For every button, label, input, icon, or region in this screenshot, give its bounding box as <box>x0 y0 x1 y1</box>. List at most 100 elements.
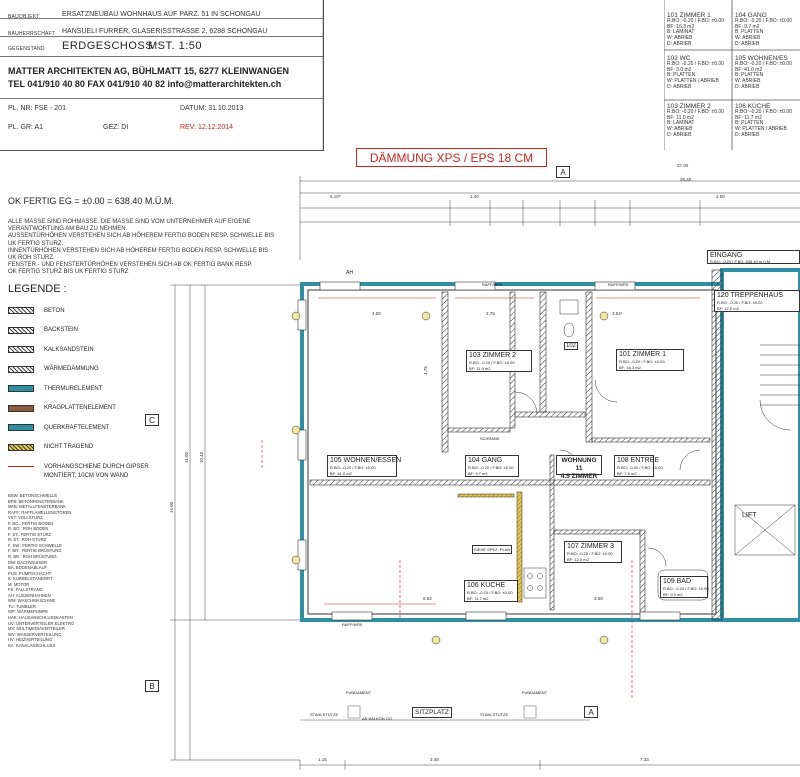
note-line: OK FERTIG STURZ BIS UK FERTIG STURZ <box>8 269 129 276</box>
gegenstand-label: GEGENSTAND <box>8 46 45 52</box>
abbreviation-line: F. BO.: FERTIG BODEN <box>8 520 54 526</box>
legend-label: QUERKRAFTELEMENT <box>44 424 110 431</box>
schedule-room-line: R.BO: -0.20 / F.BO: ±0.00 <box>667 108 724 115</box>
plan-room-name: 105 WOHNEN/ESSEN <box>330 457 402 464</box>
plan-room-line: R.BO: -0.20 / F.BO: ±0.00 <box>617 465 663 470</box>
blind-label-3: RAFF/MFB <box>342 622 362 627</box>
lift-label: LIFT <box>742 512 757 519</box>
schedule-room-line: W: PLATTEN / ABRIEB <box>735 126 787 133</box>
abbreviation-line: HV: HEIZVERTEILUNG <box>8 637 53 643</box>
plan-room-name: 108 ENTRÉE <box>617 457 660 464</box>
abbreviation-line: MFB: METALLFENSTERBANK <box>8 504 67 510</box>
schedule-room-name: 106 KÜCHE <box>735 103 771 110</box>
plan-room-line: BF: 12.0 m2 <box>717 305 739 311</box>
schedule-room-line: W: ABRIEB <box>667 35 693 42</box>
section-marker-c-left: C <box>145 414 159 426</box>
abbreviation-line: K: KURBELSTANDORT <box>8 576 53 582</box>
dim-5: 3.48 <box>430 757 439 762</box>
dim-10: 6.94 <box>423 596 432 601</box>
windows <box>297 281 681 621</box>
firm-line-1: MATTER ARCHITEKTEN AG, BÜHLMATT 15, 6277… <box>8 66 290 76</box>
legend-swatch <box>8 326 34 334</box>
schedule-room-line: W: ABRIEB <box>667 126 693 133</box>
apartment-label: WOHNUNG 11 4.5 ZIMMER <box>556 455 602 480</box>
legend-label: THERMURELEMENT <box>44 385 103 392</box>
row-firm <box>0 56 323 99</box>
curtain-rails <box>261 297 700 700</box>
schedule-room-line: W: ABRIEB <box>735 78 761 85</box>
terrace <box>300 705 590 721</box>
dim-12: 4.75 <box>422 366 428 375</box>
schedule-room-line: R.BO: -0.20 / F.BO: ±0.00 <box>735 17 792 24</box>
abbreviation-line: R. BR.: ROH BRÜSTUNG <box>8 554 57 560</box>
dim-width-2: 26.40 <box>680 177 692 182</box>
note-line: ALLE MASSE SIND ROHMASSE. DIE MASSE SIND… <box>8 219 251 225</box>
legend-item: QUERKRAFTELEMENT <box>8 423 109 432</box>
dim-1: 5.10⁵ <box>330 194 341 199</box>
schedule-room-line: B: LAMINAT <box>667 29 695 36</box>
gegenstand-value: ERDGESCHOSS <box>62 40 154 52</box>
plan-room-name: 120 TREPPENHAUS <box>717 292 784 299</box>
plan-room-name: 103 ZIMMER 2 <box>469 352 517 359</box>
dim-6: 7.33 <box>640 757 649 762</box>
schedule-room-line: B: PLATTEN <box>735 29 764 36</box>
legend-label: MONTIERT; 10CM VON WAND <box>44 472 129 479</box>
schedule-room-line: D: ABRIEB <box>667 83 692 90</box>
schedule-room-line: BF: 11.0 m2 <box>667 114 694 121</box>
foundation-label-1: FUNDAMENT <box>346 690 372 695</box>
plan-room-line: BF: 9.0 m2 <box>663 591 683 597</box>
legend-swatch <box>8 307 34 314</box>
note-line: VERANTWORTUNG AM BAU ZU NEHMEN. <box>8 226 128 233</box>
legend-label: KRAGPLATTENELEMENT <box>44 405 116 411</box>
plan-nr: PL. NR: FSE - 201 <box>8 105 66 112</box>
legend-swatch <box>8 466 34 467</box>
bottom-dimensions <box>299 760 800 770</box>
abbreviation-line: F. SW.: FERTIG SCHWELLE <box>8 542 62 548</box>
dim-height-b: 10.40 <box>199 451 205 464</box>
plan-room-line: BF: 9.7 m2 <box>468 470 488 476</box>
schedule-room-line: BF: 11.7 m2 <box>735 114 762 121</box>
legend-item: MONTIERT; 10CM VON WAND <box>8 471 128 480</box>
blind-label-2: RAFF/MFB <box>608 282 628 287</box>
legend-label: WÄRMEDÄMMUNG <box>44 366 99 372</box>
bauherrschaft-label: BAUHERRSCHAFT <box>8 31 56 37</box>
schedule-room-name: 105 WOHNEN/ES <box>735 55 788 62</box>
schedule-room-line: B: PLATTEN <box>667 72 696 79</box>
dim-height-total: 14.00 <box>169 501 175 514</box>
abbreviation-line: F. BR.: FERTIG BRÜSTUNG <box>8 548 62 554</box>
entrance-label: EINGANG R.BO: -0.20 / F.BO: 638.40 m.ü.M <box>707 250 800 264</box>
plan-room-line: R.BO: -0.20 / F.BO: ±0.00 <box>468 465 514 470</box>
insulation-banner: DÄMMUNG XPS / EPS 18 CM <box>356 148 547 167</box>
scale-value: MST. 1:50 <box>148 40 203 52</box>
abbreviation-line: WM: WASCHMASCHINE <box>8 598 56 604</box>
section-marker-a-bottom: A <box>584 706 598 718</box>
column-label-2: STAHLSTÜTZE <box>480 712 509 717</box>
row-bauherrschaft <box>0 18 323 37</box>
abbreviation-line: BFB: BETONFENSTERBANK <box>8 498 64 504</box>
legend-title: LEGENDE : <box>8 283 67 295</box>
dim-7: 4.00 <box>372 311 381 316</box>
column-label-1: STAHLSTÜTZE <box>310 712 339 717</box>
gez: GEZ: DI <box>103 124 129 131</box>
note-line: FENSTER - UND FENSTERTÜRHÖHEN VERSTEHEN … <box>8 262 253 269</box>
plan-gr: PL. GR: A1 <box>8 124 44 131</box>
abbreviation-line: R. BO.: ROH BODEN <box>8 526 49 532</box>
plan-room-line: BF: 7.6 m2 <box>617 470 637 476</box>
dim-11: 3.50 <box>594 596 603 601</box>
plan-room-line: R.BO: -0.20 / F.BO: ±0.00 <box>619 359 665 364</box>
schedule-room-line: R.BO: -0.20 / F.BO: ±0.00 <box>667 17 724 24</box>
legend-item: BETON <box>8 306 65 315</box>
schedule-room-line: W: ABRIEB <box>735 35 761 42</box>
revision: REV: 12.12.2014 <box>180 124 234 131</box>
plan-room-line: BF: 12.0 m2 <box>567 556 589 562</box>
spec-plan-label: SIEHE SPEZ. PLAN <box>472 545 513 554</box>
section-marker-a-top: A <box>556 166 570 178</box>
